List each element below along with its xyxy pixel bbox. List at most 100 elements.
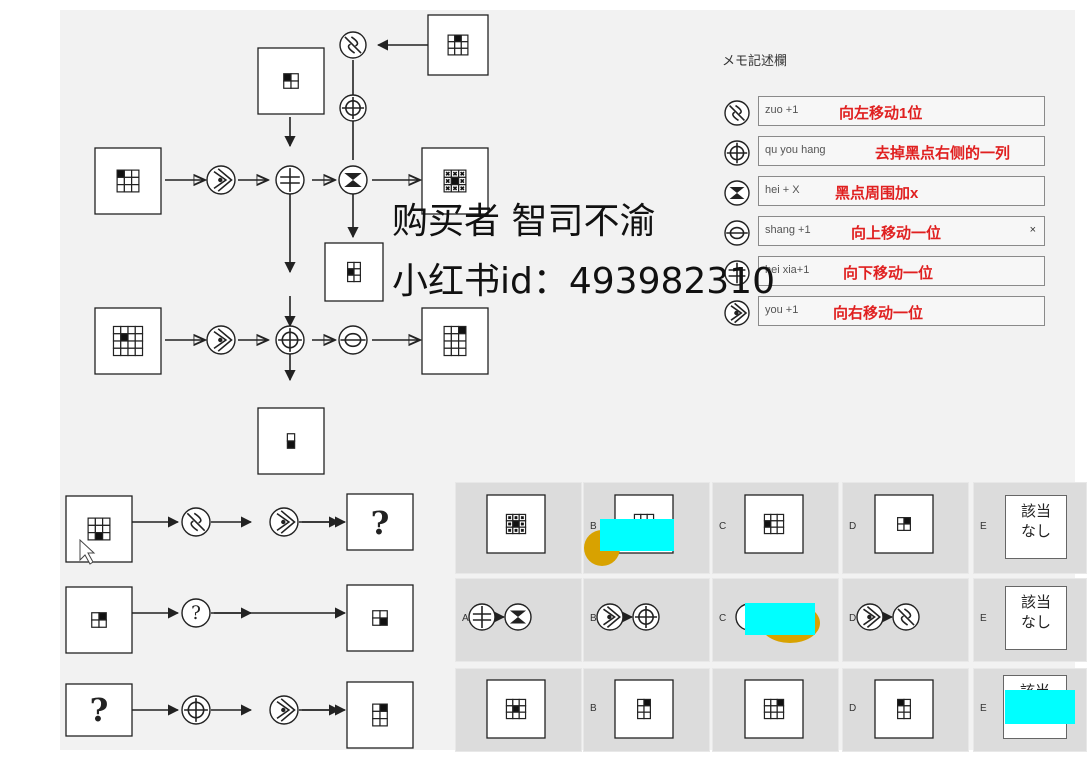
- dotchev-icon: [724, 300, 750, 326]
- option-a-row-2[interactable]: A: [455, 578, 582, 662]
- grid-tile: [94, 147, 162, 215]
- option-a-row-1[interactable]: [455, 482, 582, 574]
- option-d-row-2[interactable]: D: [842, 578, 969, 662]
- none-of-above-box: 該当なし: [1005, 586, 1067, 650]
- option-c-row-3[interactable]: [712, 668, 839, 752]
- bar-icon: [724, 220, 750, 246]
- swirl-icon: [724, 100, 750, 126]
- hourglass-icon: [724, 180, 750, 206]
- option-a-row-3[interactable]: [455, 668, 582, 752]
- none-label-line-2: なし: [1020, 523, 1051, 540]
- clear-icon[interactable]: ×: [1029, 224, 1036, 236]
- memo-note: qu you hang: [765, 144, 826, 156]
- grid-tile: [346, 584, 414, 652]
- divide-icon: [275, 165, 305, 195]
- memo-row: hei xia+1 向下移动一位: [722, 256, 1047, 286]
- cross-icon: [275, 325, 305, 355]
- memo-row: shang +1 向上移动一位 ×: [722, 216, 1047, 246]
- option-letter: E: [980, 613, 987, 624]
- grid-tile: [421, 307, 489, 375]
- memo-note: hei + X: [765, 184, 800, 196]
- grid-tile: [421, 147, 489, 215]
- option-letter: D: [849, 703, 857, 714]
- none-label-line-2: なし: [1020, 614, 1051, 631]
- question-row: ?: [65, 493, 414, 563]
- memo-note: shang +1: [765, 224, 811, 236]
- option-letter: B: [590, 613, 597, 624]
- memo-input[interactable]: hei + X 黑点周围加x: [758, 176, 1045, 206]
- memo-meaning: 向下移动一位: [843, 265, 934, 282]
- memo-meaning: 向左移动1位: [839, 105, 923, 122]
- memo-row: qu you hang 去掉黑点右侧的一列: [722, 136, 1047, 166]
- option-letter: B: [590, 703, 597, 714]
- memo-meaning: 向右移动一位: [833, 305, 924, 322]
- none-label-line-1: 該当: [1020, 503, 1051, 520]
- memo-note: hei xia+1: [765, 264, 810, 276]
- swirl-icon: [181, 507, 211, 537]
- grid-tile: [324, 242, 384, 302]
- dot-chevron-icon: [724, 300, 750, 326]
- svg-text:?: ?: [191, 603, 201, 624]
- memo-input[interactable]: hei xia+1 向下移动一位: [758, 256, 1045, 286]
- option-letter: E: [980, 703, 987, 714]
- dotchev-icon: [269, 695, 299, 725]
- none-label-line-1: 該当: [1020, 594, 1051, 611]
- divide-icon: [724, 260, 750, 286]
- option-letter: C: [719, 613, 727, 624]
- option-letter: C: [719, 521, 727, 532]
- cross-icon: [339, 94, 367, 122]
- grid-tile: [65, 495, 133, 563]
- memo-title: メモ記述欄: [722, 53, 788, 68]
- memo-input[interactable]: you +1 向右移动一位: [758, 296, 1045, 326]
- bar-icon: [724, 220, 750, 246]
- hourglass-icon: [338, 165, 368, 195]
- option-d-row-1[interactable]: D: [842, 482, 969, 574]
- cross-icon: [181, 695, 211, 725]
- none-of-above-box: 該当なし: [1005, 495, 1067, 559]
- option-b-row-2[interactable]: B: [583, 578, 710, 662]
- grid-tile: [257, 407, 325, 475]
- q-icon: ?: [181, 598, 211, 628]
- question-row: ?: [65, 681, 414, 749]
- cross-icon: [724, 140, 750, 166]
- option-c-row-1[interactable]: C: [712, 482, 839, 574]
- memo-meaning: 向上移动一位: [851, 225, 942, 242]
- dot-chevron-icon: [206, 165, 236, 195]
- unknown-mark: ?: [371, 504, 390, 542]
- grid-tile: [257, 47, 325, 115]
- bar-icon: [338, 325, 368, 355]
- option-letter: D: [849, 521, 857, 532]
- redaction-block: [600, 519, 674, 551]
- option-b-row-3[interactable]: B: [583, 668, 710, 752]
- question-row: ?: [65, 584, 414, 654]
- memo-row: hei + X 黑点周围加x: [722, 176, 1047, 206]
- memo-meaning: 去掉黑点右侧的一列: [875, 145, 1011, 162]
- memo-input[interactable]: shang +1 向上移动一位 ×: [758, 216, 1045, 246]
- memo-input[interactable]: zuo +1 向左移动1位: [758, 96, 1045, 126]
- memo-row: zuo +1 向左移动1位: [722, 96, 1047, 126]
- memo-meaning: 黑点周围加x: [835, 185, 919, 202]
- memo-input[interactable]: qu you hang 去掉黑点右侧的一列: [758, 136, 1045, 166]
- watermark-line-1: 购买者 智司不渝: [392, 201, 656, 242]
- grid-tile: [346, 681, 414, 749]
- swirl-icon: [724, 100, 750, 126]
- divide-icon: [724, 260, 750, 286]
- memo-row: you +1 向右移动一位: [722, 296, 1047, 326]
- option-d-row-3[interactable]: D: [842, 668, 969, 752]
- swirl-icon: [339, 31, 367, 59]
- option-letter: D: [849, 613, 857, 624]
- grid-tile: [65, 586, 133, 654]
- redaction-block: [1005, 690, 1075, 724]
- dot-chevron-icon: [206, 325, 236, 355]
- mouse-cursor-icon: [79, 538, 96, 565]
- dotchev-icon: [269, 507, 299, 537]
- memo-note: zuo +1: [765, 104, 799, 116]
- grid-tile: [427, 14, 489, 76]
- option-letter: B: [590, 521, 597, 532]
- memo-note: you +1: [765, 304, 799, 316]
- option-letter: A: [462, 613, 469, 624]
- redaction-block: [745, 603, 815, 635]
- hourglass-icon: [724, 180, 750, 206]
- option-letter: E: [980, 521, 987, 532]
